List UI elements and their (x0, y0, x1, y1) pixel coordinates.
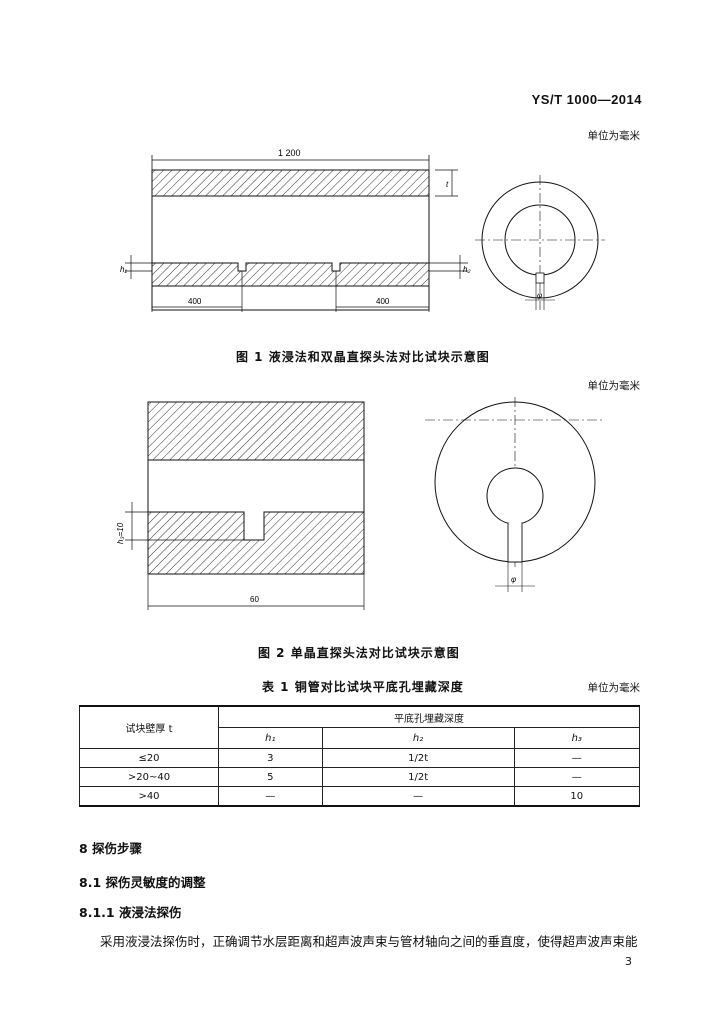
section2-bore (486, 467, 544, 525)
table1-unit: 单位为毫米 (587, 682, 641, 694)
label-h1: h₁ (120, 265, 127, 274)
table1-caption: 表 1 铜管对比试块平底孔埋藏深度 (262, 680, 464, 694)
section-8-1-1-heading: 8.1.1 液浸法探伤 (79, 905, 182, 920)
header-depth: 平底孔埋藏深度 (218, 705, 640, 728)
figure-1-drawing: 1 200 t h₁ h₂ 400 400 φ (120, 148, 605, 312)
label-t: t (446, 180, 449, 189)
label-phi-2: φ (511, 575, 516, 584)
header-h1: h₁ (218, 727, 323, 749)
dim-left-label: 400 (188, 297, 202, 306)
header-h2: h₂ (321, 727, 515, 749)
bottom-wall (151, 262, 430, 287)
page-number: 3 (625, 955, 632, 968)
table-row: >40 — — 10 (79, 786, 641, 807)
dim-total-label: 1 200 (278, 148, 301, 158)
fig1-caption: 图 1 液浸法和双晶直探头法对比试块示意图 (236, 350, 490, 364)
fig2-caption: 图 2 单晶直探头法对比试块示意图 (258, 646, 460, 660)
dim-right-label: 400 (376, 297, 390, 306)
label-h3: h₃=10 (116, 522, 125, 544)
section-8-heading: 8 探伤步骤 (79, 841, 143, 856)
table-row: >20~40 5 1/2t — (79, 767, 641, 787)
header-thickness: 试块壁厚 t (79, 705, 219, 749)
header-h3: h₃ (513, 727, 641, 749)
fig1-unit: 单位为毫米 (587, 130, 641, 142)
section-8-1-heading: 8.1 探伤灵敏度的调整 (79, 875, 206, 890)
body-paragraph: 采用液浸法探伤时，正确调节水层距离和超声波声束与管材轴向之间的垂直度，使得超声波… (100, 934, 638, 949)
standard-number: YS/T 1000—2014 (531, 92, 642, 107)
label-phi: φ (537, 291, 542, 300)
fig2-unit: 单位为毫米 (587, 380, 641, 392)
block-bottom-wall (147, 511, 365, 575)
top-wall (151, 169, 430, 197)
figure-2-drawing: h₃=10 60 φ (116, 397, 605, 610)
block-top-wall (147, 401, 365, 461)
label-h2: h₂ (463, 265, 471, 274)
depth-table: 试块壁厚 t 平底孔埋藏深度 h₁ h₂ h₃ ≤20 3 1/2t — >20… (79, 705, 641, 807)
table-row: ≤20 3 1/2t — (79, 748, 641, 768)
dim-width-label: 60 (250, 595, 259, 604)
